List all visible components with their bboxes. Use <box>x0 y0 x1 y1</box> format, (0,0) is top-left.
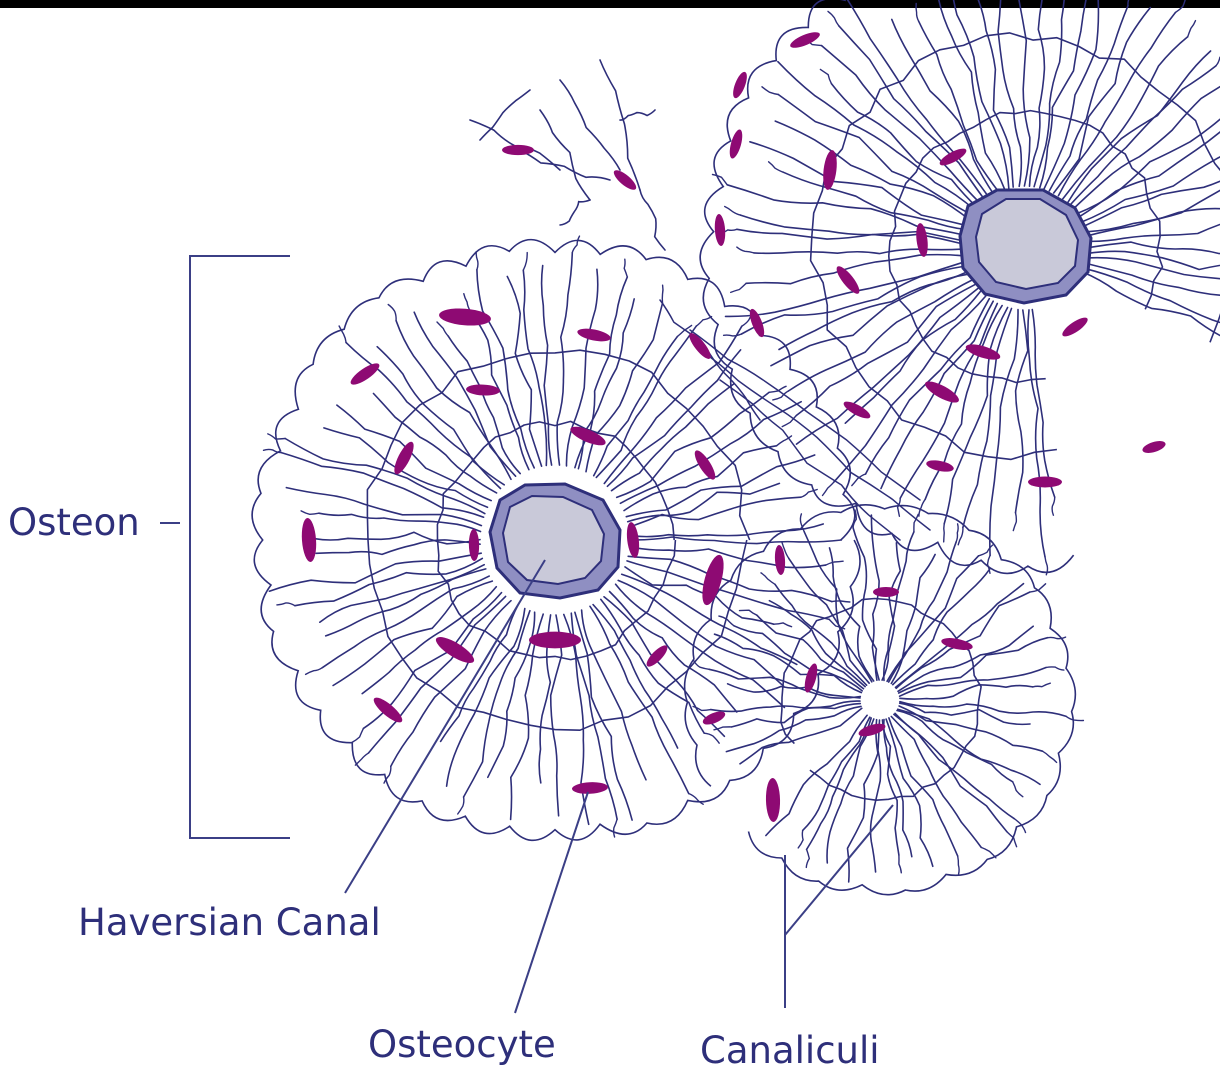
frame-top-band <box>0 0 1220 8</box>
osteocyte-lacuna <box>873 587 899 597</box>
osteon-label: Osteon <box>8 501 140 544</box>
osteocyte-lacuna <box>502 145 534 155</box>
canaliculi-label: Canaliculi <box>700 1029 880 1072</box>
canal-center-upper <box>976 199 1078 289</box>
haversian-canal-label: Haversian Canal <box>78 901 381 944</box>
haversian-canal-upper <box>960 190 1091 303</box>
canaliculus-branch <box>944 524 945 542</box>
osteocyte-lacuna <box>529 632 581 649</box>
osteocyte-label: Osteocyte <box>368 1023 556 1066</box>
canal-center-main <box>503 496 604 584</box>
osteocyte-lacuna <box>1028 477 1062 488</box>
canaliculus-branch <box>662 285 663 303</box>
haversian-canal-main <box>490 484 620 598</box>
